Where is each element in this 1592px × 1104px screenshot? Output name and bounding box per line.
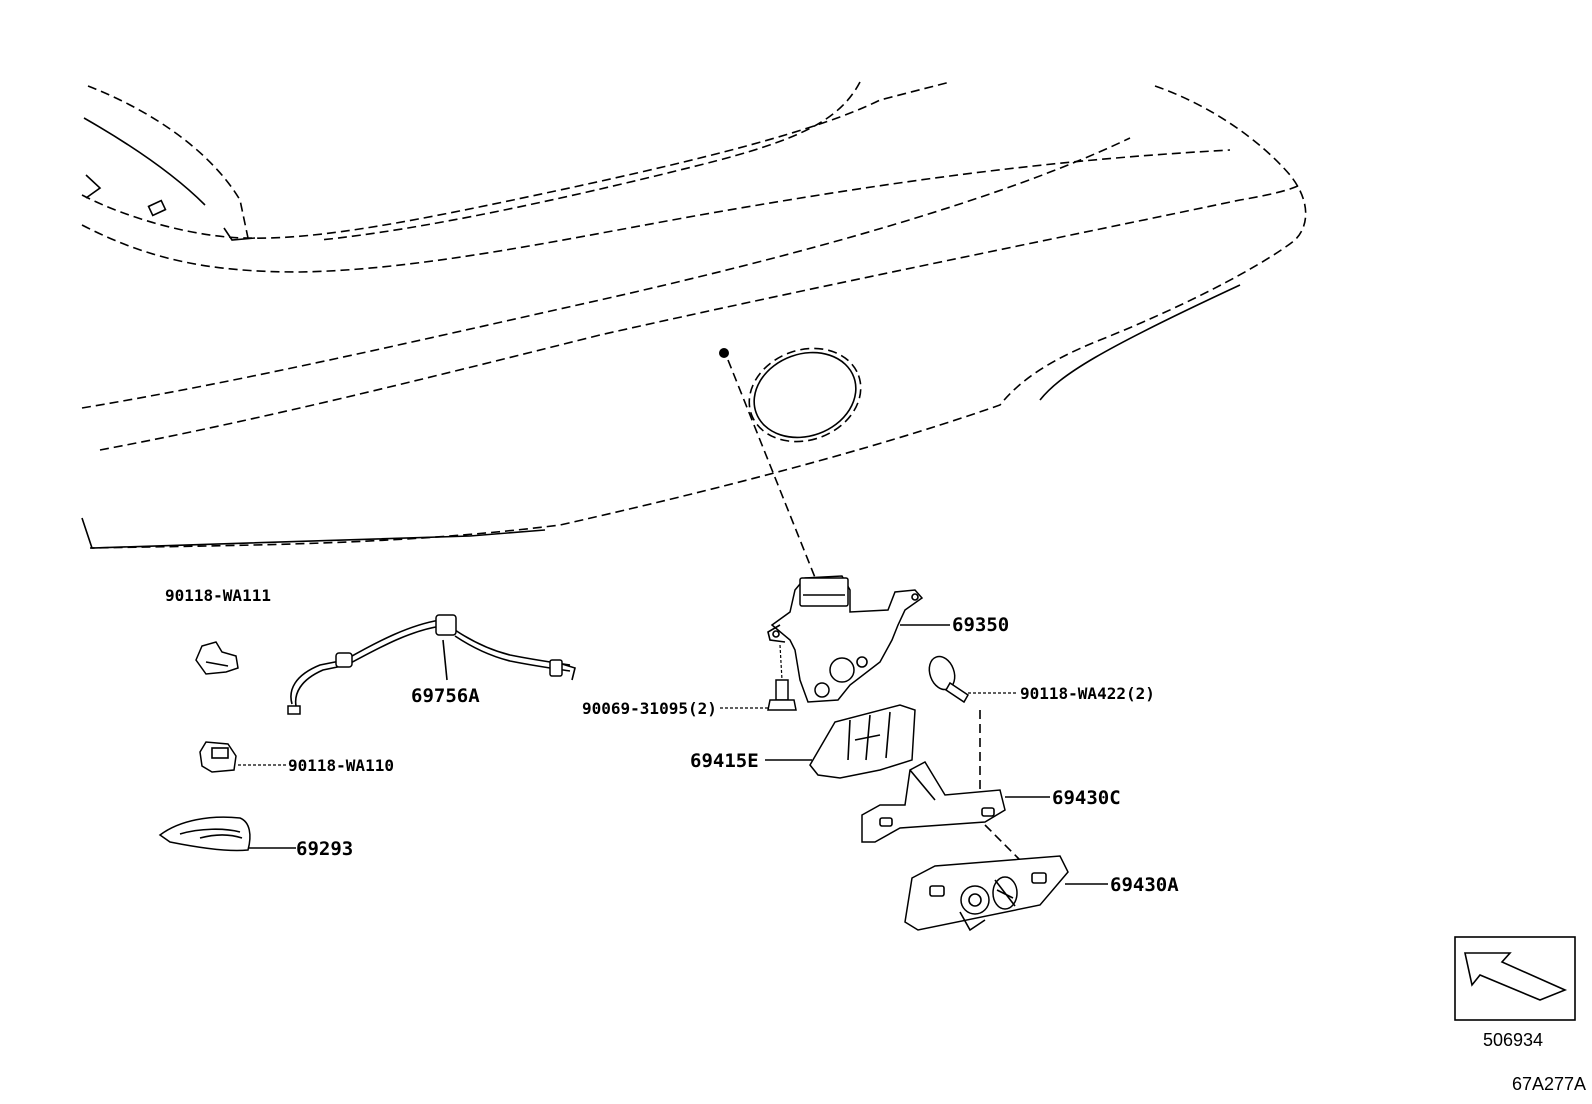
bolt-90069-31095: 90069-31095(2) [582, 644, 797, 718]
screw-90118-WA422: 90118-WA422(2) [928, 655, 1155, 790]
label-69430C: 69430C [1052, 787, 1121, 809]
lock-assembly-69350: 69350 [767, 575, 1009, 703]
view-box-code: 506934 [1483, 1030, 1543, 1050]
latch-phantom-line [727, 359, 821, 591]
cover-69293: 69293 [158, 816, 353, 860]
vehicle-body-outline [81, 81, 1307, 549]
label-90069-31095: 90069-31095(2) [582, 699, 717, 718]
label-90118-WA110: 90118-WA110 [288, 756, 394, 775]
label-69756A: 69756A [411, 685, 480, 707]
mount-point-marker [719, 348, 729, 358]
striker-69430A: 69430A [904, 855, 1179, 932]
bracket-69430C: 69430C [861, 761, 1121, 861]
guide-69415E: 69415E [690, 704, 916, 779]
view-direction-box: 506934 [1454, 936, 1576, 1050]
label-90118-WA422: 90118-WA422(2) [1020, 684, 1155, 703]
view-arrow-icon [1464, 952, 1568, 1001]
wire-harness-69756A: 69756A [287, 614, 576, 715]
label-69350: 69350 [952, 614, 1009, 636]
clip-90118-WA111: 90118-WA111 [165, 586, 271, 675]
clip-90118-WA110: 90118-WA110 [199, 741, 394, 775]
label-90118-WA111: 90118-WA111 [165, 586, 271, 605]
label-69415E: 69415E [690, 750, 759, 772]
label-69293: 69293 [296, 838, 353, 860]
figure-code: 67A277A [1512, 1074, 1586, 1094]
label-69430A: 69430A [1110, 874, 1179, 896]
